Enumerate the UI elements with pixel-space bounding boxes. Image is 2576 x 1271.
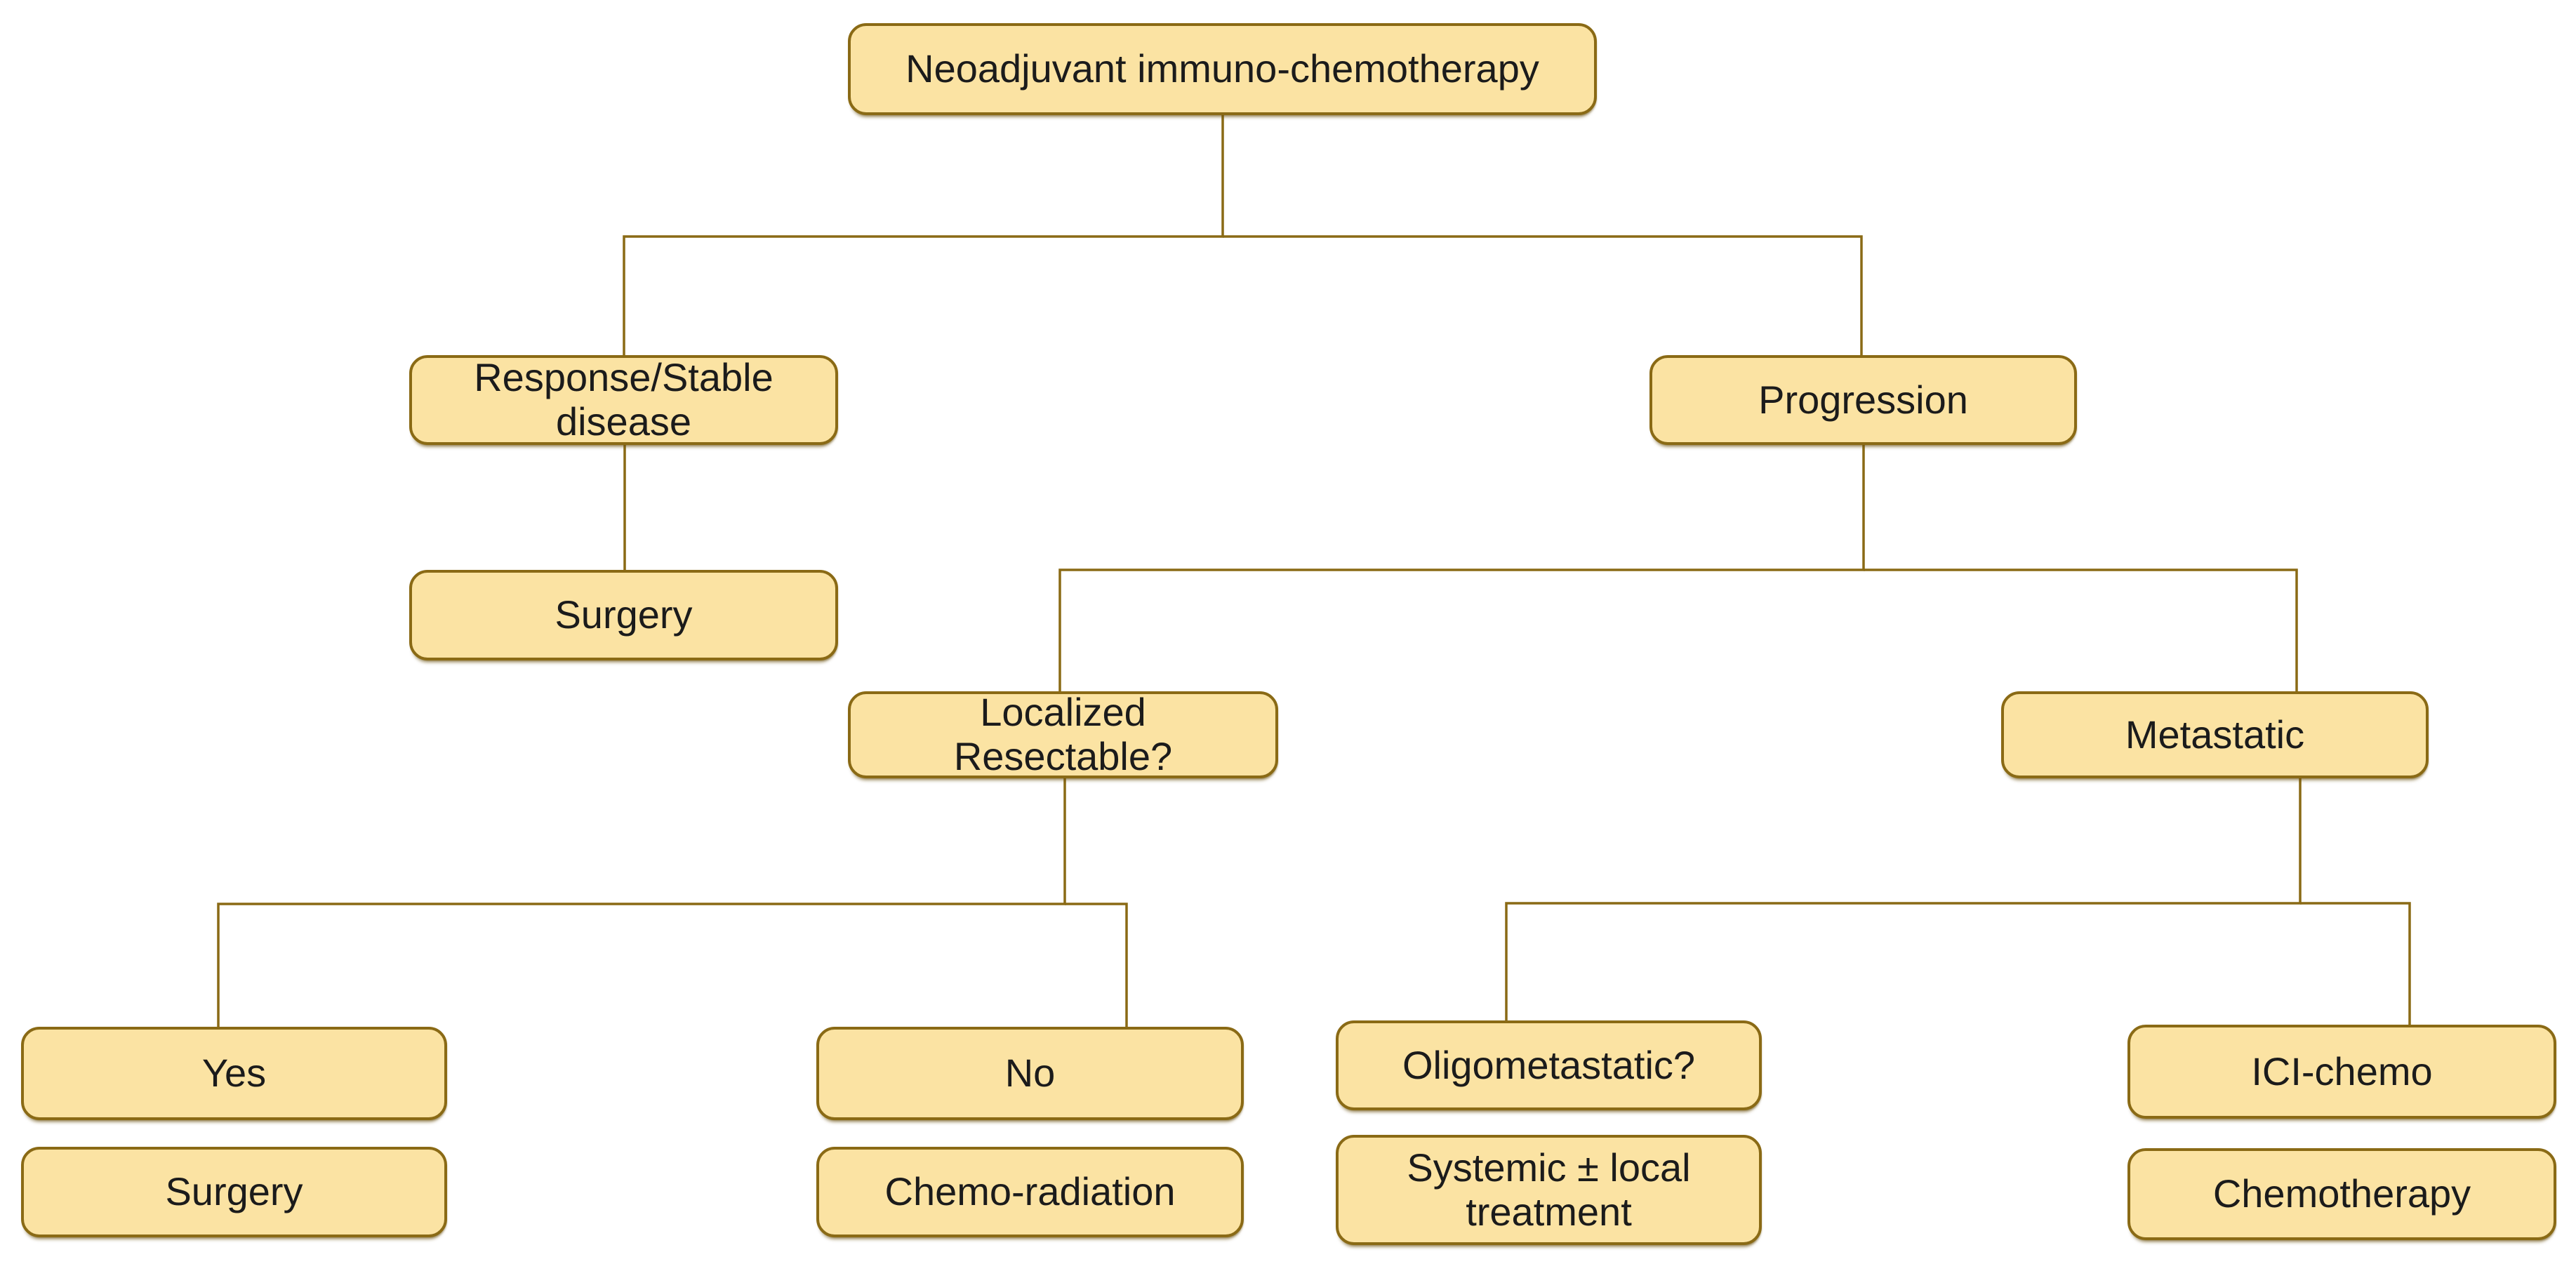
node-surgery-after-response: Surgery: [409, 570, 838, 660]
connector-metastatic-to-oligo: [1505, 776, 2302, 1025]
connector-localized-to-yes: [217, 776, 1066, 1031]
node-systemic-local-treatment: Systemic ± local treatment: [1336, 1135, 1762, 1245]
connector-metastatic-to-ici: [2300, 902, 2411, 1029]
node-oligometastatic: Oligometastatic?: [1336, 1020, 1762, 1110]
connector-progression-to-localized: [1058, 442, 1865, 696]
node-surgery-if-yes: Surgery: [21, 1147, 447, 1237]
node-ici-chemo: ICI-chemo: [2127, 1025, 2556, 1119]
connector-localized-to-no: [1065, 903, 1128, 1031]
node-chemo-radiation: Chemo-radiation: [816, 1147, 1244, 1237]
node-localized-resectable: Localized Resectable?: [848, 690, 1278, 778]
node-progression: Progression: [1649, 355, 2077, 445]
connector-progression-to-metastatic: [1864, 568, 2298, 696]
node-no: No: [816, 1027, 1244, 1120]
node-metastatic: Metastatic: [2001, 691, 2429, 778]
node-response-stable-disease: Response/Stable disease: [409, 355, 838, 445]
node-yes: Yes: [21, 1027, 447, 1120]
node-neoadjuvant-immuno-chemotherapy: Neoadjuvant immuno-chemotherapy: [848, 23, 1597, 115]
connector-root-to-response: [623, 114, 1224, 359]
connector-root-to-progression: [1223, 235, 1863, 359]
node-chemotherapy: Chemotherapy: [2127, 1148, 2556, 1240]
